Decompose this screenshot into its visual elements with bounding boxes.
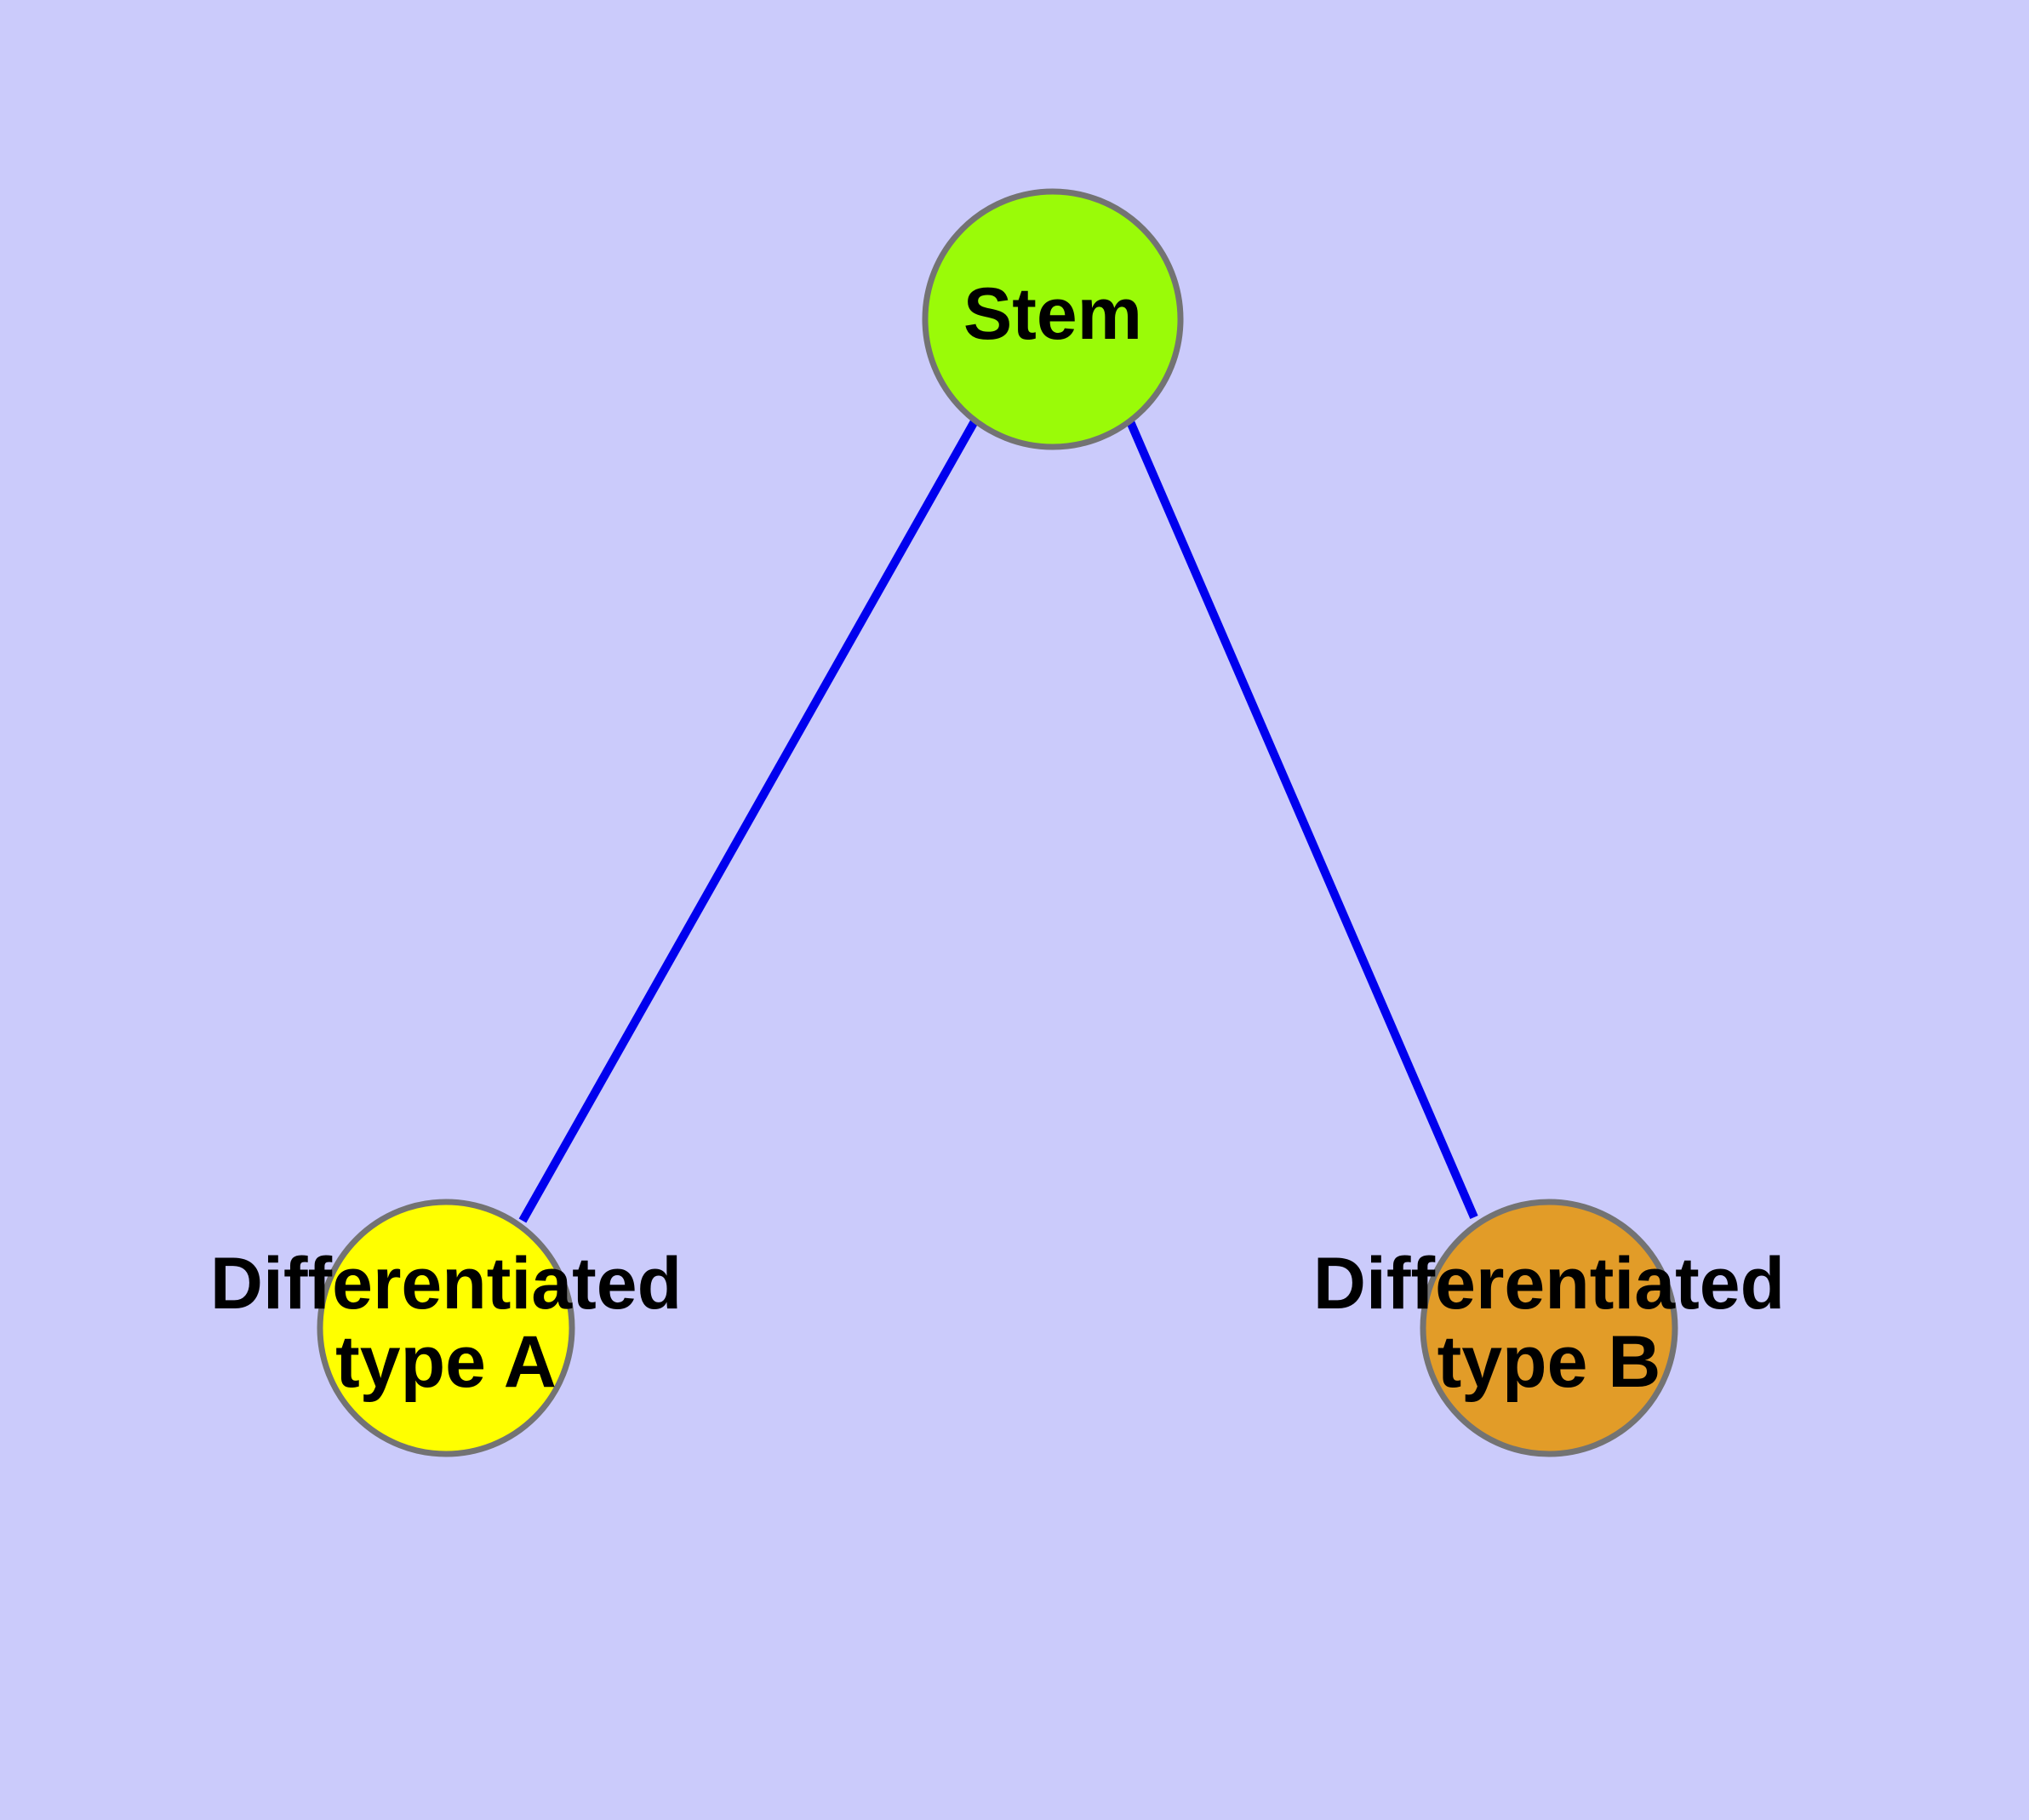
node-label-stem: Stem (963, 273, 1142, 355)
node-label-line: Differentiated (210, 1243, 682, 1325)
edges-group (518, 418, 1478, 1223)
nodes-group (317, 188, 1678, 1457)
edge-stem-to-differentiated-type-a[interactable] (518, 419, 979, 1223)
node-label-line: type A (335, 1321, 557, 1403)
edge-stem-to-differentiated-type-b[interactable] (1125, 418, 1478, 1219)
node-differentiated-type-b[interactable] (1420, 1199, 1678, 1457)
node-differentiated-type-a[interactable] (317, 1199, 575, 1457)
node-label-line: Stem (963, 273, 1142, 355)
node-label-line: Differentiated (1313, 1243, 1785, 1325)
node-label-line: type B (1437, 1321, 1661, 1403)
node-stem[interactable] (922, 188, 1184, 450)
